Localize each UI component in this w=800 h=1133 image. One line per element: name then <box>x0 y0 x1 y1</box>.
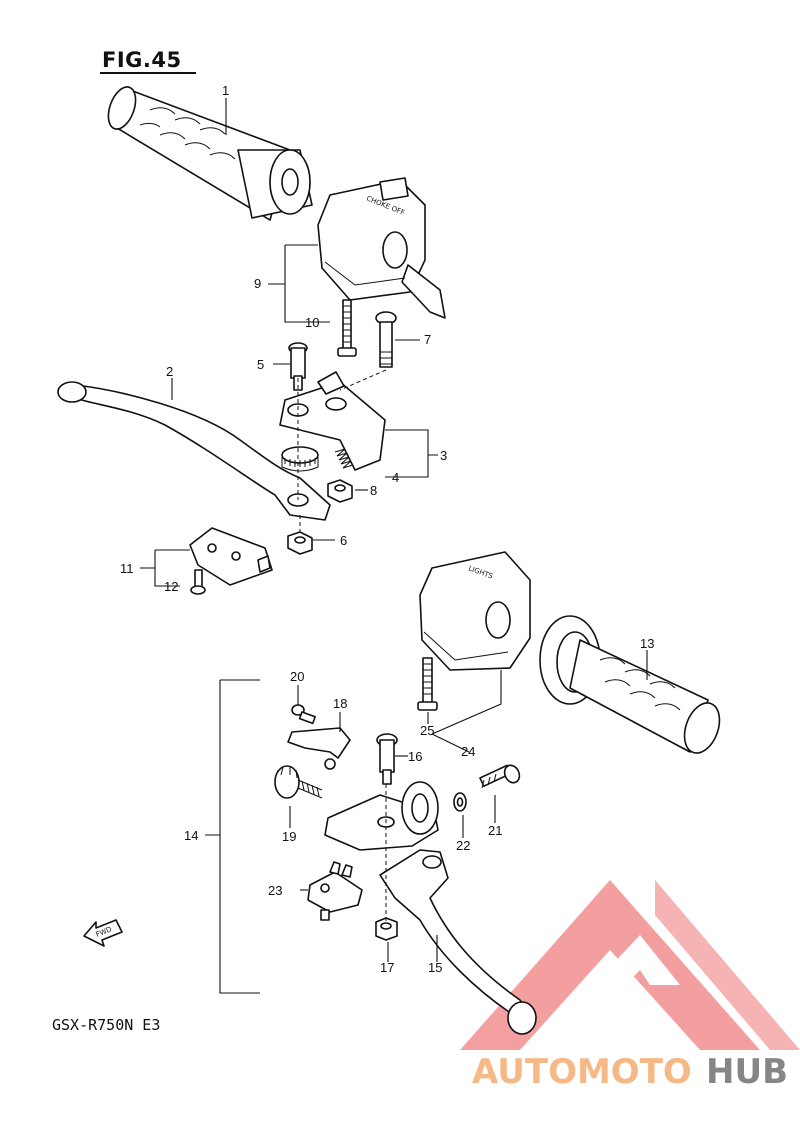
part-2-lever <box>57 381 331 521</box>
label-part-2: 2 <box>166 364 173 379</box>
label-part-3: 3 <box>440 448 447 463</box>
label-part-13: 13 <box>640 636 654 651</box>
label-part-6: 6 <box>340 533 347 548</box>
part-19-adjuster <box>274 765 323 799</box>
label-part-12: 12 <box>164 579 178 594</box>
part-14-lever-holder <box>324 781 439 851</box>
model-code: GSX-R750N E3 <box>52 1016 161 1034</box>
label-part-21: 21 <box>488 823 502 838</box>
label-part-17: 17 <box>380 960 394 975</box>
label-part-22: 22 <box>456 838 470 853</box>
label-part-4: 4 <box>392 470 399 485</box>
part-6-nut <box>287 531 313 555</box>
part-21-bolt <box>479 764 521 789</box>
part-22-washer <box>453 792 467 812</box>
part-4-spring <box>334 448 354 469</box>
watermark-text: AUTOMOTO HUB <box>472 1052 788 1092</box>
label-part-14: 14 <box>184 828 198 843</box>
part-5-pivot-bolt <box>288 342 308 391</box>
leader-lines <box>140 98 648 994</box>
part-25-screw <box>417 657 438 711</box>
label-part-8: 8 <box>370 483 377 498</box>
part-15-brake-lever <box>379 849 537 1035</box>
label-part-5: 5 <box>257 357 264 372</box>
part-20-screw <box>291 704 316 725</box>
figure-title: FIG.45 <box>102 48 182 72</box>
label-part-1: 1 <box>222 83 229 98</box>
label-part-7: 7 <box>424 332 431 347</box>
label-part-11: 11 <box>120 561 134 576</box>
part-16-pivot-bolt <box>376 733 398 785</box>
label-part-20: 20 <box>290 669 304 684</box>
figure-title-underline <box>100 72 196 74</box>
part-10-screw <box>337 299 357 357</box>
part-18-bracket <box>287 727 351 770</box>
part-1-left-grip <box>107 86 313 221</box>
part-3-lever-bracket <box>279 371 386 471</box>
label-part-9: 9 <box>254 276 261 291</box>
label-part-18: 18 <box>333 696 347 711</box>
label-part-25: 25 <box>420 723 434 738</box>
label-part-16: 16 <box>408 749 422 764</box>
label-part-19: 19 <box>282 829 296 844</box>
watermark-text-part2: HUB <box>706 1052 788 1092</box>
part-9-left-switch-housing: CHOKE OFF <box>317 177 446 319</box>
part-number-labels: 1 2 3 4 5 6 7 8 9 10 11 12 13 14 15 16 1… <box>120 83 654 975</box>
part-17-nut <box>375 917 398 941</box>
watermark-logo <box>460 880 800 1050</box>
part-23-stop-switch <box>307 861 363 921</box>
part-11-switch <box>189 527 273 586</box>
part-24-right-switch-housing: LIGHTS <box>419 551 531 671</box>
part-13-right-grip <box>539 615 721 754</box>
label-part-23: 23 <box>268 883 282 898</box>
part-8-nut <box>327 479 353 503</box>
label-part-15: 15 <box>428 960 442 975</box>
label-part-10: 10 <box>305 315 319 330</box>
part-12-screw <box>190 569 206 595</box>
watermark-text-part1: AUTOMOTO <box>472 1052 692 1092</box>
part-7-bolt <box>375 311 397 368</box>
fwd-arrow: FWD <box>83 919 123 947</box>
label-part-24: 24 <box>461 744 475 759</box>
